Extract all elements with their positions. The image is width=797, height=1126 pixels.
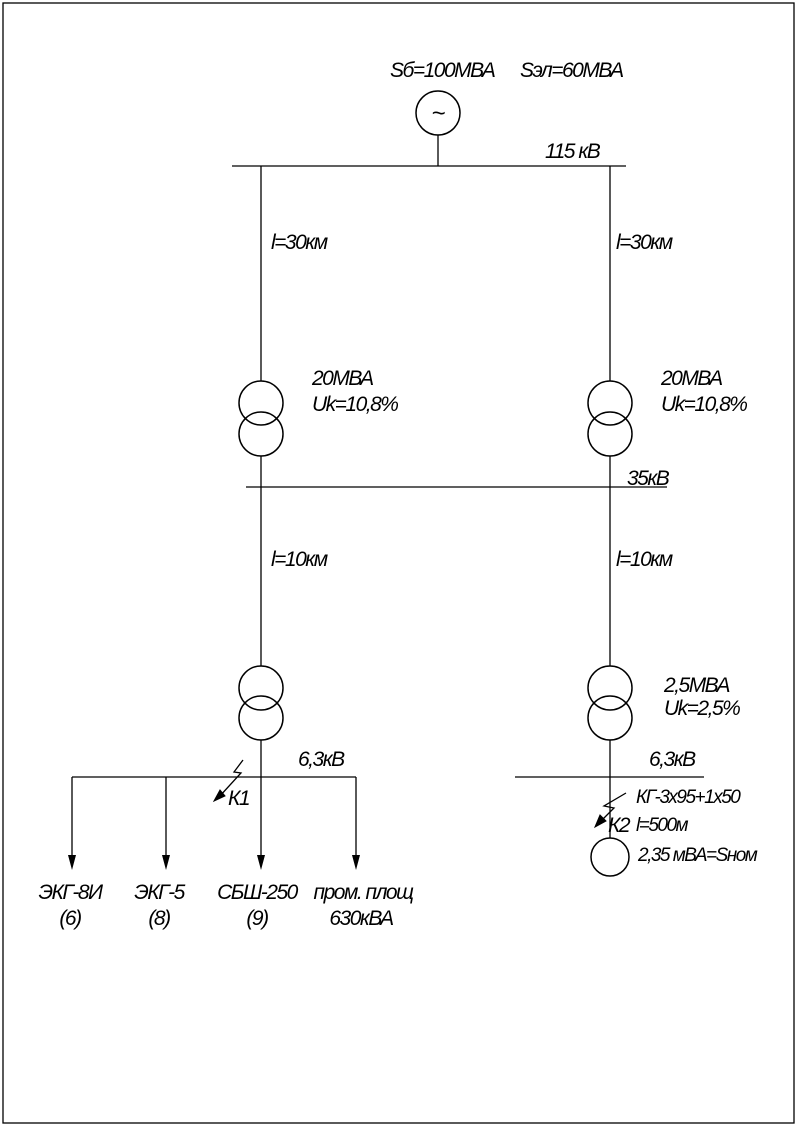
transformer-left-1-rating: 20МВА <box>311 367 373 390</box>
line-right-115kv-length: l=30км <box>616 231 673 254</box>
transformer-winding-icon <box>587 695 633 741</box>
bus-35kv-label: 35кВ <box>627 467 670 490</box>
load-feeder-arrows <box>68 777 360 870</box>
load-4-count: 630кВА <box>329 907 393 930</box>
transformer-right-1-rating: 20МВА <box>660 367 722 390</box>
transformer-winding-icon <box>587 380 633 426</box>
transformer-right-1 <box>587 380 633 457</box>
load-3-count: (9) <box>246 907 268 930</box>
transformer-right-2-uk: Uk=2,5% <box>664 697 740 720</box>
arrow-down-icon <box>162 855 170 870</box>
fault-k2-label: К2 <box>608 814 631 837</box>
source-base-power: Sб=100МВА <box>390 59 495 82</box>
cable-length: l=500м <box>636 815 689 836</box>
fault-k1-arrow-icon <box>212 759 244 803</box>
line-right-35kv-length: l=10км <box>616 548 673 571</box>
fault-k1-label: К1 <box>228 787 249 810</box>
arrow-down-icon <box>68 855 76 870</box>
motor-rating: 2,35 мВА=Sном <box>637 845 758 866</box>
transformer-winding-icon <box>238 380 284 426</box>
bus-right-6kv-label: 6,3кВ <box>649 748 696 771</box>
transformer-left-1 <box>238 380 284 457</box>
bus-left-6kv-label: 6,3кВ <box>298 748 345 771</box>
arrow-down-icon <box>257 855 265 870</box>
transformer-right-2-rating: 2,5МВА <box>663 674 729 697</box>
load-2-count: (8) <box>148 907 170 930</box>
transformer-left-1-uk: Uk=10,8% <box>312 393 398 416</box>
arrow-down-icon <box>352 855 360 870</box>
line-left-115kv-length: l=30км <box>271 231 328 254</box>
fault-k2-arrow-icon <box>593 792 627 829</box>
transformer-left-2 <box>238 665 284 741</box>
motor-icon <box>590 837 630 877</box>
transformer-winding-icon <box>587 665 633 711</box>
generator-symbol: ~ <box>432 100 445 127</box>
load-2-name: ЭКГ-5 <box>134 881 185 904</box>
source-system-power: Sэл=60МВА <box>520 59 623 82</box>
bus-115kv-label: 115 кВ <box>545 140 601 163</box>
transformer-right-2 <box>587 665 633 741</box>
transformer-winding-icon <box>238 695 284 741</box>
transformer-right-1-uk: Uk=10,8% <box>661 393 747 416</box>
transformer-winding-icon <box>587 411 633 457</box>
load-4-name: пром. площ <box>314 881 415 904</box>
load-1-name: ЭКГ-8И <box>38 881 104 904</box>
generator-source: ~ <box>415 90 461 166</box>
transformer-winding-icon <box>238 411 284 457</box>
load-3-name: СБШ-250 <box>217 881 299 904</box>
line-left-35kv-length: l=10км <box>271 548 328 571</box>
transformer-winding-icon <box>238 665 284 711</box>
cable-type: КГ-3х95+1х50 <box>636 787 741 808</box>
load-1-count: (6) <box>59 907 81 930</box>
